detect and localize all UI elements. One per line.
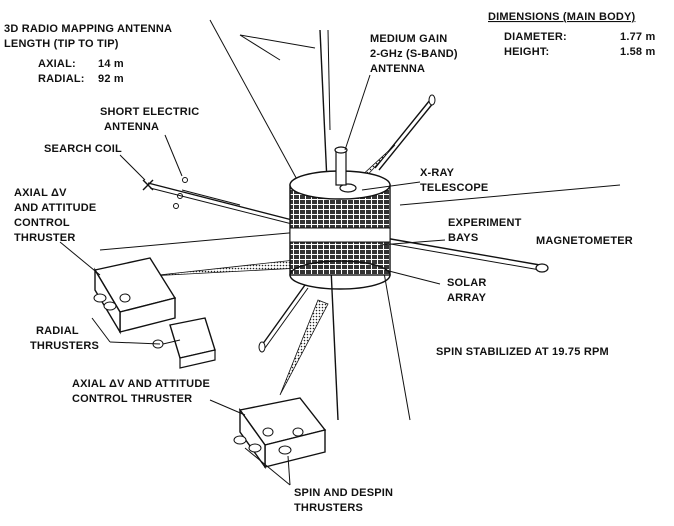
height-value: 1.58 m [620,46,655,58]
radial-thrusters-line2: THRUSTERS [30,340,99,352]
radio-antenna-line2: LENGTH (TIP TO TIP) [4,38,119,50]
xray-line1: X-RAY [420,167,455,179]
experiment-bay-band [289,227,391,243]
radio-antenna-label: 3D RADIO MAPPING ANTENNA LENGTH (TIP TO … [4,23,172,85]
solar-array-label: SOLAR ARRAY [447,277,487,304]
axial-thruster-bottom-line1: AXIAL ΔV AND ATTITUDE [72,378,210,390]
radio-antenna-line1: 3D RADIO MAPPING ANTENNA [4,23,172,35]
lower-booms [258,284,309,353]
xray-label: X-RAY TELESCOPE [420,167,488,194]
diameter-value: 1.77 m [620,31,655,43]
axial-thruster-block-left [93,257,177,335]
diameter-name: DIAMETER: [504,31,567,43]
axial-thruster-bottom-line2: CONTROL THRUSTER [72,393,192,405]
spin-despin-line2: THRUSTERS [294,502,363,514]
spin-despin-line1: SPIN AND DESPIN [294,487,393,499]
experiment-bays-label: EXPERIMENT BAYS [448,217,522,244]
xray-telescope [339,183,357,193]
upper-right-boom [374,94,436,171]
medium-gain-line3: ANTENNA [370,63,425,75]
spin-stabilized-label: SPIN STABILIZED AT 19.75 RPM [436,346,609,358]
height-name: HEIGHT: [504,46,549,58]
axial-length-name: AXIAL: [38,58,76,70]
experiment-bays-line1: EXPERIMENT [448,217,522,229]
medium-gain-antenna [335,149,347,186]
leader-lines [59,34,446,486]
medium-gain-line1: MEDIUM GAIN [370,33,447,45]
radial-thrusters-line1: RADIAL [36,325,79,337]
medium-gain-label: MEDIUM GAIN 2-GHz (S-BAND) ANTENNA [370,33,458,75]
axial-thruster-left-label: AXIAL ΔV AND ATTITUDE CONTROL THRUSTER [14,187,96,244]
dimensions-block: DIMENSIONS (MAIN BODY) DIAMETER: 1.77 m … [488,11,655,58]
dimensions-title: DIMENSIONS (MAIN BODY) [488,11,636,23]
search-coil-label: SEARCH COIL [44,143,122,155]
axial-length-value: 14 m [98,58,124,70]
axial-thruster-bottom-label: AXIAL ΔV AND ATTITUDE CONTROL THRUSTER [72,378,210,405]
search-coil-boom [142,179,301,227]
experiment-bays-line2: BAYS [448,232,478,244]
medium-gain-line2: 2-GHz (S-BAND) [370,48,458,60]
short-electric-antenna [173,177,241,209]
solar-array-line1: SOLAR [447,277,487,289]
axial-thruster-left-line1: AXIAL ΔV [14,187,67,199]
spin-despin-label: SPIN AND DESPIN THRUSTERS [294,487,393,514]
short-electric-line2: ANTENNA [104,121,159,133]
short-electric-label: SHORT ELECTRIC ANTENNA [100,106,199,133]
radial-length-name: RADIAL: [38,73,85,85]
main-body [289,146,391,290]
radial-thrusters-label: RADIAL THRUSTERS [30,325,99,352]
axial-thruster-left-line2: AND ATTITUDE [14,202,96,214]
spin-despin-thruster-block [233,397,327,470]
radial-antenna-booms [99,19,621,421]
short-electric-line1: SHORT ELECTRIC [100,106,199,118]
radial-thruster-block [152,317,216,369]
magnetometer-sensor [535,263,549,273]
body-bottom [289,260,391,290]
xray-line2: TELESCOPE [420,182,488,194]
magnetometer-label: MAGNETOMETER [536,235,633,247]
radial-length-value: 92 m [98,73,124,85]
axial-thruster-left-line4: THRUSTER [14,232,76,244]
plume-lower-left [279,299,329,396]
plume-left [149,259,301,277]
solar-array-line2: ARRAY [447,292,487,304]
axial-thruster-left-line3: CONTROL [14,217,70,229]
